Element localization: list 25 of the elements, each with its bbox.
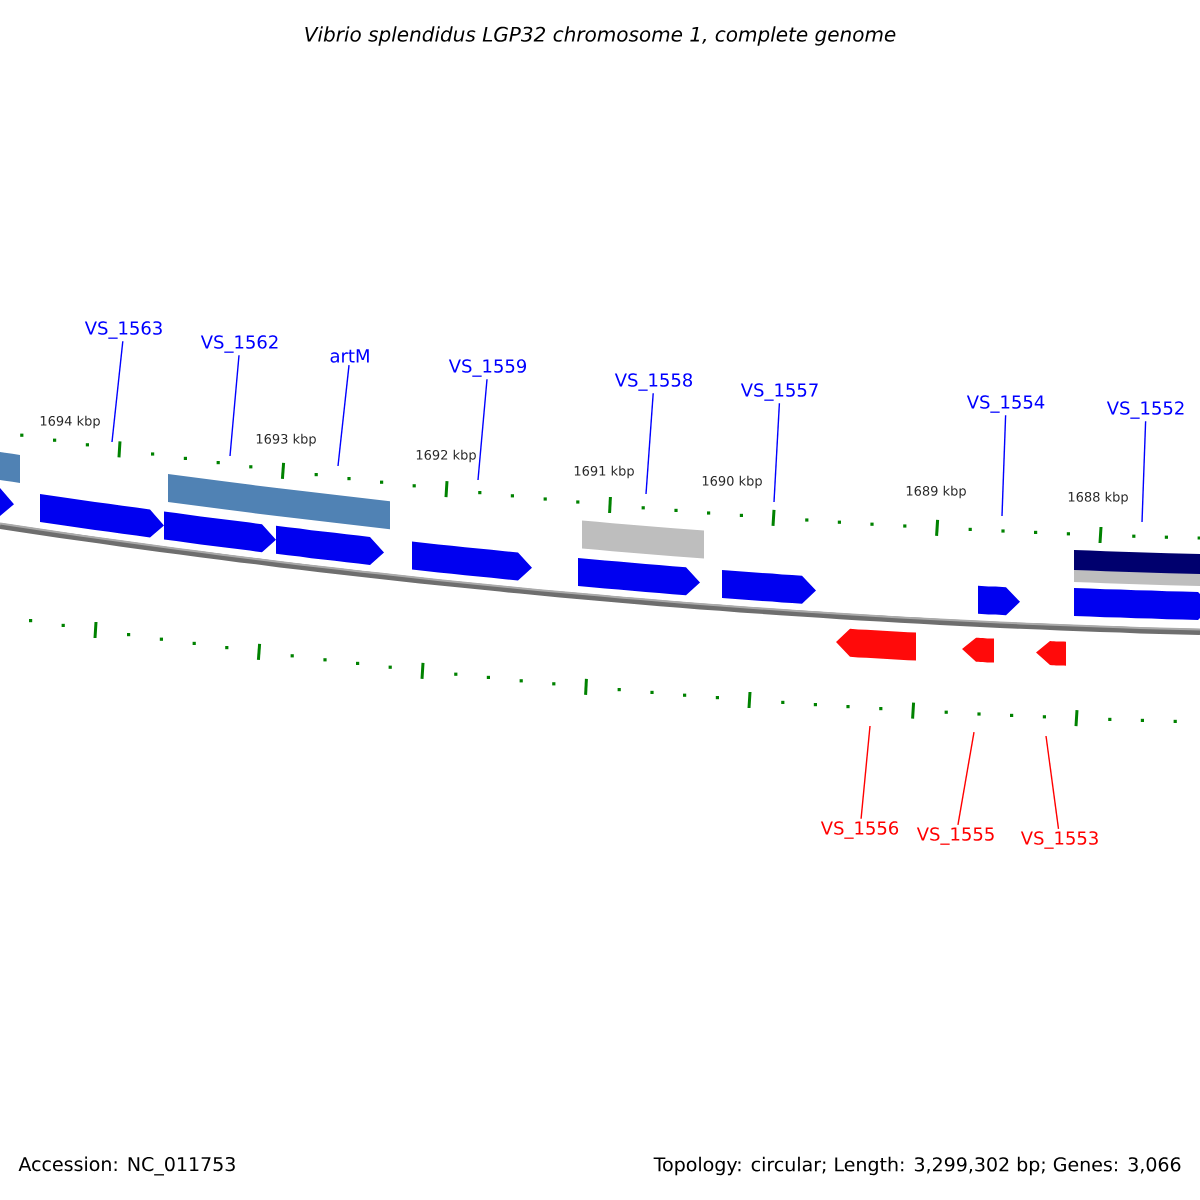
gene-label: VS_1562	[200, 335, 278, 353]
leader-line	[1045, 735, 1060, 830]
leader-line	[477, 378, 488, 481]
footer-text: Accession: NC_011753	[18, 1156, 235, 1176]
gene-label: VS_1563	[84, 321, 162, 339]
gene-label: VS_1559	[448, 359, 526, 377]
gene-label: VS_1553	[1020, 831, 1098, 849]
leader-line	[860, 725, 871, 820]
gene-label: artM	[330, 349, 369, 363]
leader-line	[229, 354, 240, 457]
gene-label: VS_1558	[614, 373, 693, 391]
leader-line	[773, 402, 781, 503]
title: Vibrio splendidus LGP32 chromosome 1, complete genome	[305, 26, 896, 46]
gene-label: VS_1552	[1106, 401, 1184, 419]
leader-line	[337, 364, 350, 467]
leader-line	[957, 731, 975, 826]
gene-label: VS_1556	[820, 821, 899, 839]
leader-line	[111, 340, 124, 443]
leader-line	[645, 392, 654, 495]
leader-line	[1001, 414, 1007, 517]
gene-label: VS_1554	[966, 395, 1045, 413]
leader-line	[1141, 420, 1147, 523]
gene-label: VS_1557	[740, 383, 818, 401]
footer-text: Topology: circular; Length: 3,299,302 bp; Genes: 3,066	[653, 1156, 1181, 1176]
gene-label: VS_1555	[916, 827, 994, 845]
